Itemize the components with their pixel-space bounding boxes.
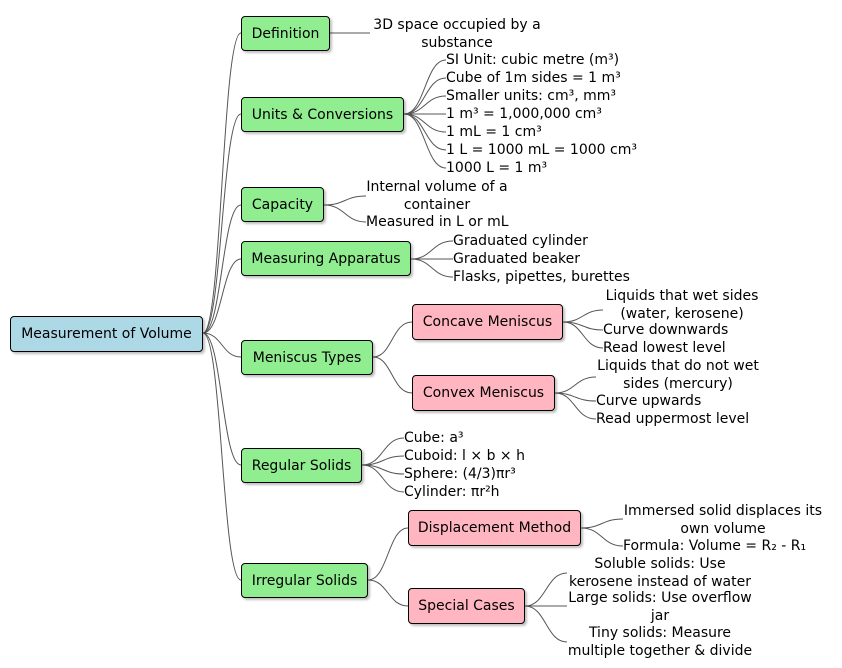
leaf-immersed-solid: Immersed solid displaces its own volume: [623, 502, 823, 538]
leaf-graduated-cylinder: Graduated cylinder: [453, 233, 588, 249]
leaf-line: kerosene instead of water: [569, 574, 751, 590]
leaf-curve-downwards: Curve downwards: [603, 322, 729, 338]
leaf-curve-upwards: Curve upwards: [596, 393, 702, 409]
node-displacement-method: Displacement Method: [408, 510, 581, 546]
node-measuring-apparatus: Measuring Apparatus: [241, 241, 411, 276]
root-node: Measurement of Volume: [10, 316, 203, 352]
leaf-line: 3D space occupied by a: [373, 17, 541, 33]
leaf-line: Immersed solid displaces its: [623, 503, 823, 519]
leaf-measured-in: Measured in L or mL: [366, 214, 509, 230]
leaf-ml-cm3: 1 mL = 1 cm³: [446, 124, 542, 140]
leaf-line: container: [403, 197, 471, 213]
leaf-read-lowest: Read lowest level: [603, 340, 726, 356]
leaf-graduated-beaker: Graduated beaker: [453, 251, 581, 267]
leaf-cylinder: Cylinder: πr²h: [404, 484, 500, 500]
leaf-si-unit: SI Unit: cubic metre (m³): [446, 52, 620, 68]
leaf-cube: Cube: a³: [404, 430, 464, 446]
leaf-line: Liquids that do not wet: [597, 358, 759, 374]
leaf-line: multiple together & divide: [567, 643, 753, 659]
leaf-cuboid: Cuboid: l × b × h: [404, 448, 525, 464]
leaf-tiny-solids: Tiny solids: Measure multiple together &…: [567, 624, 753, 660]
leaf-line: own volume: [680, 521, 766, 537]
leaf-cube-1m: Cube of 1m sides = 1 m³: [446, 70, 621, 86]
leaf-concave-wet: Liquids that wet sides (water, kerosene): [603, 287, 761, 323]
leaf-line: Liquids that wet sides: [605, 288, 759, 304]
node-units-conversions: Units & Conversions: [241, 97, 404, 132]
node-convex-meniscus: Convex Meniscus: [412, 375, 555, 411]
leaf-internal-volume: Internal volume of a container: [366, 178, 508, 214]
leaf-line: jar: [650, 608, 670, 624]
node-special-cases: Special Cases: [408, 588, 525, 624]
leaf-line: Tiny solids: Measure: [588, 625, 732, 641]
leaf-1000l: 1000 L = 1 m³: [446, 160, 548, 176]
leaf-convex-not-wet: Liquids that do not wet sides (mercury): [596, 357, 760, 393]
leaf-soluble-solids: Soluble solids: Use kerosene instead of …: [567, 555, 753, 591]
node-definition: Definition: [241, 16, 330, 51]
node-capacity: Capacity: [241, 187, 324, 222]
leaf-large-solids: Large solids: Use overflow jar: [567, 589, 753, 625]
leaf-line: substance: [421, 35, 493, 51]
leaf-l-ml: 1 L = 1000 mL = 1000 cm³: [446, 142, 637, 158]
leaf-line: Soluble solids: Use: [594, 556, 726, 572]
node-irregular-solids: Irregular Solids: [241, 563, 368, 598]
node-meniscus-types: Meniscus Types: [241, 340, 373, 375]
leaf-flasks: Flasks, pipettes, burettes: [453, 269, 630, 285]
node-regular-solids: Regular Solids: [241, 448, 362, 483]
leaf-definition: 3D space occupied by a substance: [370, 16, 544, 52]
leaf-smaller-units: Smaller units: cm³, mm³: [446, 88, 617, 104]
leaf-line: Internal volume of a: [366, 179, 508, 195]
leaf-m3-cm3: 1 m³ = 1,000,000 cm³: [446, 106, 602, 122]
leaf-sphere: Sphere: (4/3)πr³: [404, 466, 516, 482]
leaf-read-uppermost: Read uppermost level: [596, 411, 750, 427]
leaf-line: sides (mercury): [623, 376, 733, 392]
node-concave-meniscus: Concave Meniscus: [412, 304, 563, 340]
leaf-line: Large solids: Use overflow: [568, 590, 752, 606]
leaf-line: (water, kerosene): [620, 306, 744, 322]
leaf-formula: Formula: Volume = R₂ - R₁: [623, 538, 807, 554]
